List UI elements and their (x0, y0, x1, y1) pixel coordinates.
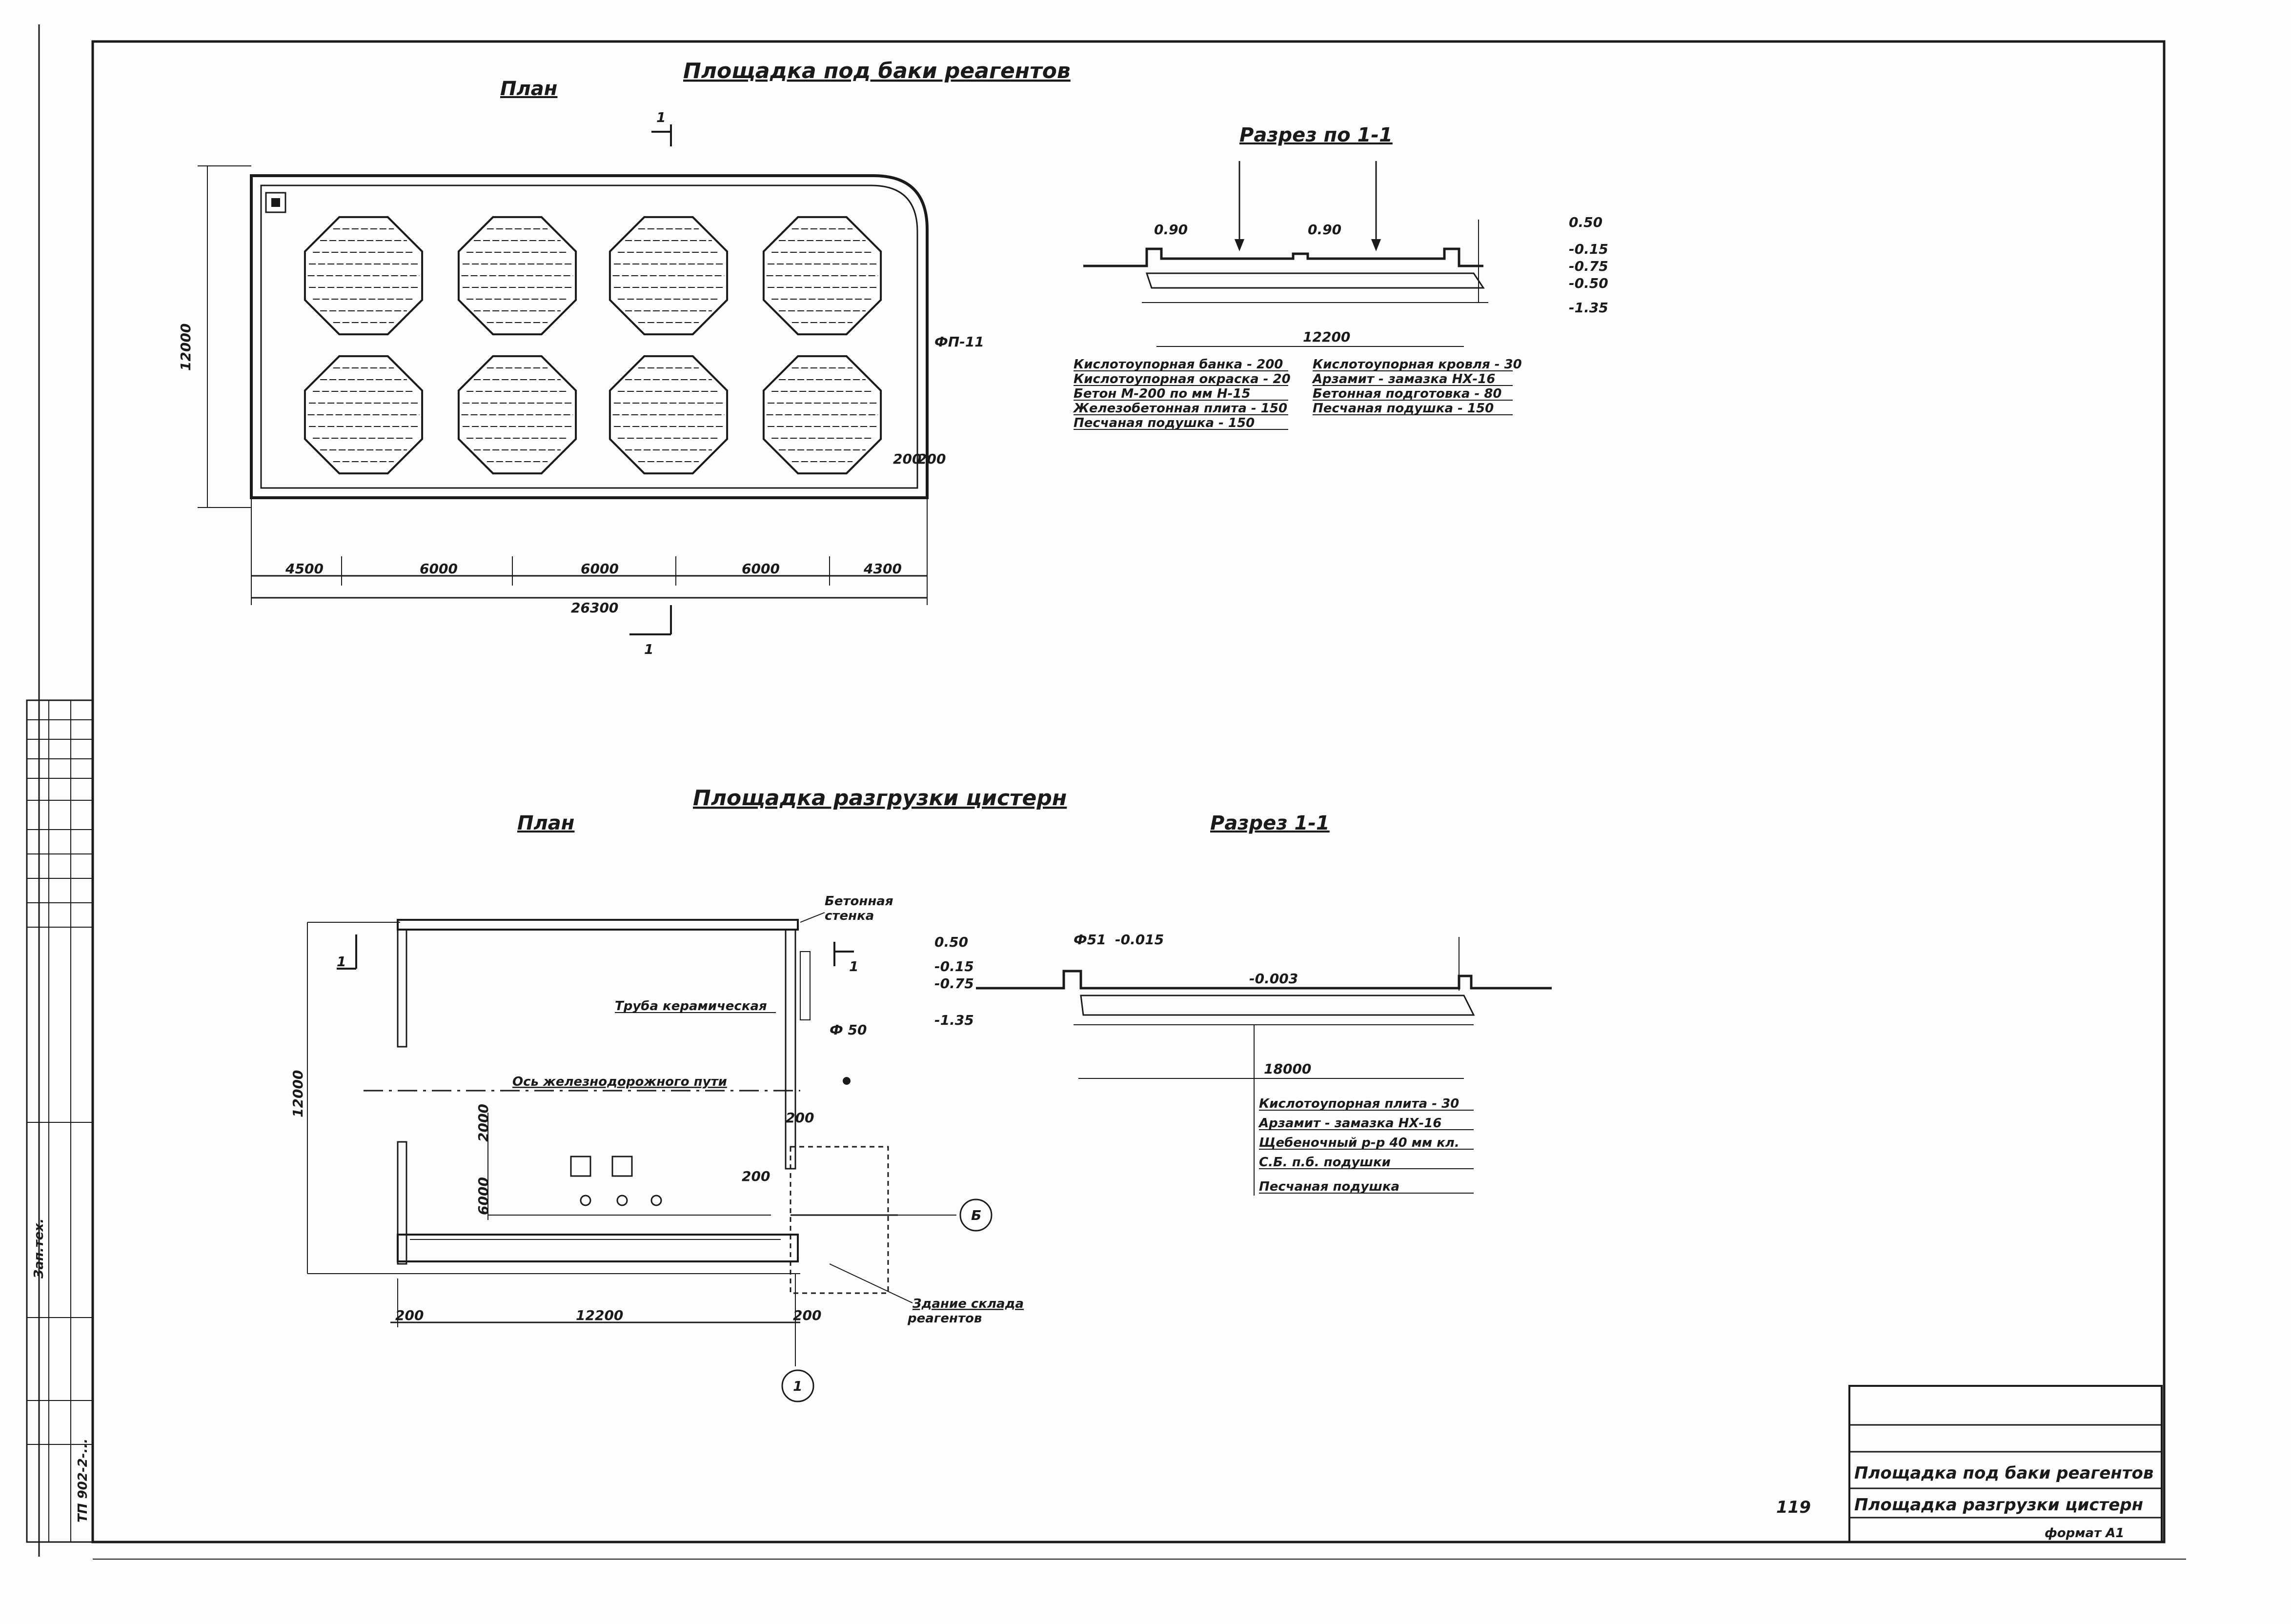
concrete-wall-label-2: стенка (825, 909, 874, 923)
tank-octagon (457, 355, 577, 475)
top-section-title: Разрез по 1-1 (1239, 124, 1393, 146)
bottom-section-mark-right: 1 (849, 958, 858, 974)
tank-octagon (762, 355, 882, 475)
title-block-row-2: Площадка разгрузки цистерн (1854, 1495, 2143, 1515)
rail-axis-label: Ось железнодорожного пути (512, 1075, 727, 1089)
axis-b-label: Б (971, 1207, 981, 1223)
top-right-spec-4: Песчаная подушка - 150 (1313, 401, 1494, 416)
bottom-level-1: 0.50 (934, 934, 968, 950)
top-total-dim: 26300 (571, 600, 618, 616)
vertical-dim-1: 6000 (475, 1177, 491, 1215)
bottom-height-label: 12000 (290, 1070, 306, 1117)
small-dim-1: 200 (786, 1110, 814, 1126)
bottom-section-mark-left: 1 (337, 954, 346, 970)
top-plan: План Площадка под баки реагентов 1 12000… (178, 59, 1071, 657)
bottom-spec-3: Щебеночный р-р 40 мм кл. (1259, 1136, 1460, 1150)
bottom-spec-2: Арзамит - замазка НХ-16 (1258, 1116, 1441, 1131)
building-label-1: Здание склада (912, 1297, 1024, 1311)
stamp-drawing-code: ТП 902-2-... (76, 1439, 90, 1522)
corner-label-2: 200 (917, 451, 946, 467)
top-section-span: 12200 (1303, 329, 1350, 345)
axis-1-label: 1 (793, 1378, 802, 1394)
vertical-dim-2: 2000 (475, 1104, 491, 1142)
top-left-spec-1: Кислотоупорная банка - 200 (1074, 357, 1283, 372)
top-dim-1: 4500 (285, 561, 324, 577)
top-width-label: 12000 (178, 324, 194, 371)
top-dim-5: 4300 (863, 561, 902, 577)
top-left-spec: Кислотоупорная банка - 200 Кислотоупорна… (1073, 357, 1291, 430)
bottom-spec-5: Песчаная подушка (1259, 1179, 1399, 1194)
top-left-spec-4: Железобетонная плита - 150 (1073, 401, 1287, 416)
stamp-side-text: Зап.тех. (32, 1218, 46, 1279)
top-plan-label: План (500, 78, 557, 100)
top-level-4: -0.50 (1569, 275, 1608, 291)
bottom-spec: Кислотоупорная плита - 30 Арзамит - зама… (1258, 1096, 1474, 1194)
sheet-format: формат А1 (2045, 1526, 2124, 1541)
top-section-dim-1: 0.90 (1154, 222, 1188, 238)
left-stamp-column: Зап.тех. ТП 902-2-... (26, 699, 94, 1543)
top-section: Разрез по 1-1 0.90 0.90 0.50 -0.15 -0.75… (1073, 124, 1608, 430)
bottom-spec-4: С.Б. п.б. подушки (1259, 1155, 1391, 1170)
tank-octagon (304, 216, 424, 336)
top-level-5: -1.35 (1569, 300, 1608, 316)
tank-octagon (457, 216, 577, 336)
small-dim-4: 200 (793, 1307, 821, 1323)
bottom-plan: План Площадка разгрузки цистерн 12000 1 … (290, 786, 1067, 1402)
top-dim-4: 6000 (742, 561, 780, 577)
bottom-mark-3: -0.003 (1249, 971, 1298, 987)
concrete-wall-label-1: Бетонная (825, 894, 893, 909)
pipe-label: ФП-11 (934, 334, 984, 350)
sheet-number: 119 (1776, 1498, 1811, 1517)
small-dim-3: 200 (395, 1307, 424, 1323)
top-level-3: -0.75 (1569, 258, 1608, 274)
bottom-level-3: -0.75 (934, 975, 974, 992)
tank-octagon (608, 355, 729, 475)
top-section-dim-2: 0.90 (1308, 222, 1341, 238)
title-block-row-1: Площадка под баки реагентов (1854, 1463, 2153, 1483)
small-dim-2: 200 (742, 1168, 770, 1184)
top-right-spec-3: Бетонная подготовка - 80 (1313, 386, 1502, 401)
bottom-section-span: 18000 (1264, 1061, 1311, 1077)
bottom-mark-2: -0.015 (1115, 932, 1164, 948)
top-left-spec-5: Песчаная подушка - 150 (1074, 416, 1255, 430)
tank-grid (304, 216, 882, 475)
pipe-dia-label: Ф 50 (830, 1022, 867, 1038)
top-level-1: 0.50 (1569, 214, 1602, 230)
top-left-spec-3: Бетон М-200 по мм Н-15 (1074, 386, 1251, 401)
bottom-spec-1: Кислотоупорная плита - 30 (1259, 1096, 1459, 1111)
bottom-level-2: -0.15 (934, 958, 974, 974)
bottom-section: Разрез 1-1 0.50 -0.15 -0.75 -1.35 Ф51 -0… (934, 812, 1552, 1196)
tank-octagon (608, 216, 729, 336)
tank-octagon (304, 355, 424, 475)
bottom-plan-label: План (517, 812, 574, 834)
bottom-span: 12200 (576, 1307, 623, 1323)
top-plan-title: Площадка под баки реагентов (683, 59, 1071, 83)
top-dim-3: 6000 (581, 561, 619, 577)
pipe-ceramic-label: Труба керамическая (615, 999, 767, 1014)
title-block: Площадка под баки реагентов Площадка раз… (1776, 1385, 2163, 1543)
corner-label-1: 200 (893, 451, 921, 467)
sheet-frame (38, 24, 2186, 1560)
top-section-mark-lower: 1 (644, 641, 653, 657)
top-right-spec: Кислотоупорная кровля - 30 Арзамит - зам… (1312, 357, 1522, 416)
top-section-mark-upper: 1 (656, 109, 666, 125)
top-level-2: -0.15 (1569, 241, 1608, 257)
tank-octagon (762, 216, 882, 336)
top-dim-2: 6000 (420, 561, 458, 577)
bottom-section-title: Разрез 1-1 (1210, 812, 1330, 834)
bottom-mark-1: Ф51 (1074, 932, 1106, 948)
bottom-plan-title: Площадка разгрузки цистерн (693, 786, 1067, 811)
bottom-level-4: -1.35 (934, 1012, 974, 1028)
top-right-spec-2: Арзамит - замазка НХ-16 (1312, 372, 1495, 386)
top-left-spec-2: Кислотоупорная окраска - 20 (1074, 372, 1291, 386)
building-label-2: реагентов (907, 1311, 982, 1326)
top-right-spec-1: Кислотоупорная кровля - 30 (1313, 357, 1522, 372)
